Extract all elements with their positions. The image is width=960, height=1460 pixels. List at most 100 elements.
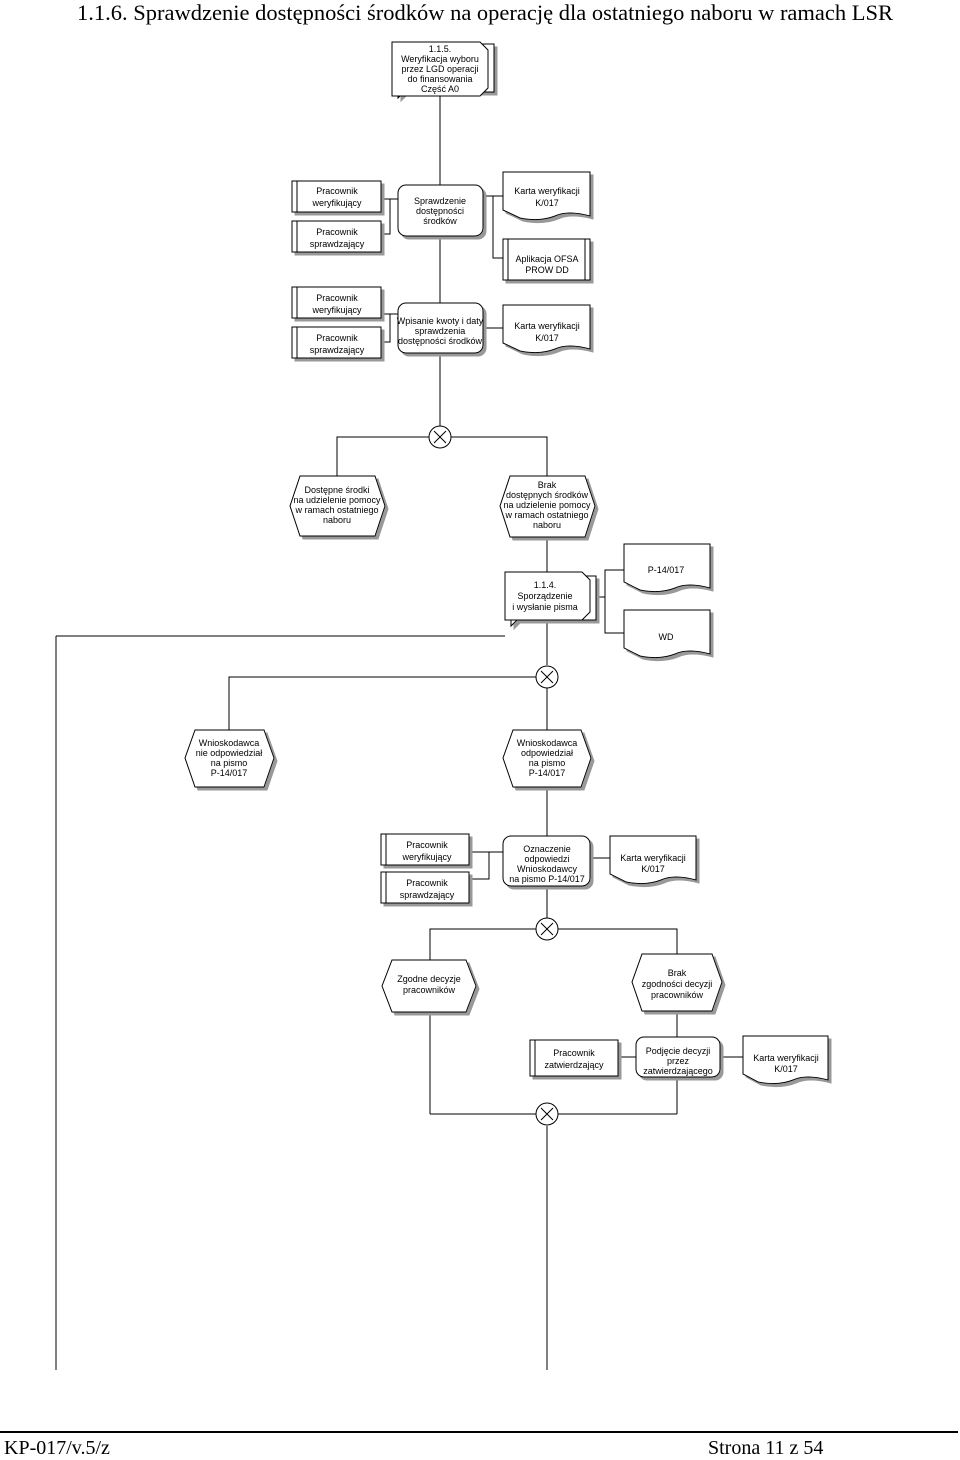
ev-replied-l4: P-14/017 xyxy=(529,768,566,778)
sys-1-l1: Aplikacja OFSA xyxy=(515,254,578,264)
fn-mark-l1: Oznaczenie xyxy=(523,844,571,854)
proc-letter-l2: Sporządzenie xyxy=(517,591,572,601)
role-3b-l1: Pracownik xyxy=(406,878,448,888)
role-1a-l2: weryfikujący xyxy=(311,198,362,208)
start-l5: Część A0 xyxy=(421,84,459,94)
fn-decide-l1: Podjęcie decyzji xyxy=(646,1046,711,1056)
xor-gateway-2 xyxy=(535,665,559,689)
doc-1-l1: Karta weryfikacji xyxy=(514,186,580,196)
fn-check-l2: dostępności xyxy=(416,206,464,216)
doc-2-l2: K/017 xyxy=(535,333,559,343)
ev-avail-l2: na udzielenie pomocy xyxy=(293,495,381,505)
fn-enter-l3: dostępności środków xyxy=(398,336,483,346)
ev-unavail-l4: w ramach ostatniego xyxy=(504,510,588,520)
ev-disagree-l2: zgodności decyzji xyxy=(642,979,713,989)
fn-decide-l2: przez xyxy=(667,1056,690,1066)
xor-gateway-4 xyxy=(535,1102,559,1126)
role-checker-3: Pracownik sprawdzający xyxy=(380,871,470,904)
doc-p14-l1: P-14/017 xyxy=(648,565,685,575)
page-footer: KP-017/v.5/z Strona 11 z 54 xyxy=(0,1431,958,1459)
doc-p14: P-14/017 xyxy=(623,543,711,593)
doc-4-l1: Karta weryfikacji xyxy=(753,1053,819,1063)
doc-1-l2: K/017 xyxy=(535,198,559,208)
ev-unavail-l3: na udzielenie pomocy xyxy=(503,500,591,510)
page-heading: 1.1.6. Sprawdzenie dostępności środków n… xyxy=(77,0,894,25)
svg-text:WD: WD xyxy=(659,632,674,642)
ev-noreply-l4: P-14/017 xyxy=(211,768,248,778)
doc-wd-l1: WD xyxy=(659,632,674,642)
ev-noreply-l2: nie odpowiedział xyxy=(196,748,263,758)
fn-check-l3: środków xyxy=(423,216,457,226)
role-checker-1: Pracownik sprawdzający xyxy=(291,220,382,253)
role-1b-l1: Pracownik xyxy=(316,227,358,237)
sys-1-l2: PROW DD xyxy=(525,265,569,275)
fn-check-l1: Sprawdzenie xyxy=(414,196,466,206)
role-1a-l1: Pracownik xyxy=(316,186,358,196)
role-2b-l2: sprawdzający xyxy=(310,345,365,355)
role-verifier-1: Pracownik weryfikujący xyxy=(291,180,382,213)
xor-gateway-1 xyxy=(428,425,452,449)
role-1b-l2: sprawdzający xyxy=(310,239,365,249)
doc-3-l2: K/017 xyxy=(641,864,665,874)
ev-replied-l3: na pismo xyxy=(529,758,566,768)
role-2a-l1: Pracownik xyxy=(316,293,358,303)
role-verifier-3: Pracownik weryfikujący xyxy=(380,833,470,866)
ev-noreply-l1: Wnioskodawca xyxy=(199,738,260,748)
ev-agree-l1: Zgodne decyzje xyxy=(397,974,461,984)
role-3a-l1: Pracownik xyxy=(406,840,448,850)
ev-noreply-l3: na pismo xyxy=(211,758,248,768)
ev-disagree-l1: Brak xyxy=(668,968,687,978)
ev-replied-l2: odpowiedział xyxy=(521,748,573,758)
role-3a-l2: weryfikujący xyxy=(401,852,452,862)
ev-unavail-l2: dostępnych środków xyxy=(506,490,589,500)
connectors xyxy=(55,96,743,1370)
ev-unavail-l1: Brak xyxy=(538,480,557,490)
start-l2: Weryfikacja wyboru xyxy=(401,54,479,64)
fn-mark-l4: na pismo P-14/017 xyxy=(509,874,585,884)
role-3b-l2: sprawdzający xyxy=(400,890,455,900)
ev-unavail-l5: naboru xyxy=(533,520,561,530)
proc-letter-l1: 1.1.4. xyxy=(534,580,557,590)
footer-page-number: Strona 11 z 54 xyxy=(708,1437,824,1459)
fn-decide-l3: zatwierdzającego xyxy=(643,1066,713,1076)
fn-mark-l2: odpowiedzi xyxy=(524,854,569,864)
ev-replied-l1: Wnioskodawca xyxy=(517,738,578,748)
ev-avail-l1: Dostępne środki xyxy=(304,485,369,495)
ev-agree-l2: pracowników xyxy=(403,985,456,995)
start-l4: do finansowania xyxy=(407,74,472,84)
start-l1: 1.1.5. xyxy=(429,44,452,54)
